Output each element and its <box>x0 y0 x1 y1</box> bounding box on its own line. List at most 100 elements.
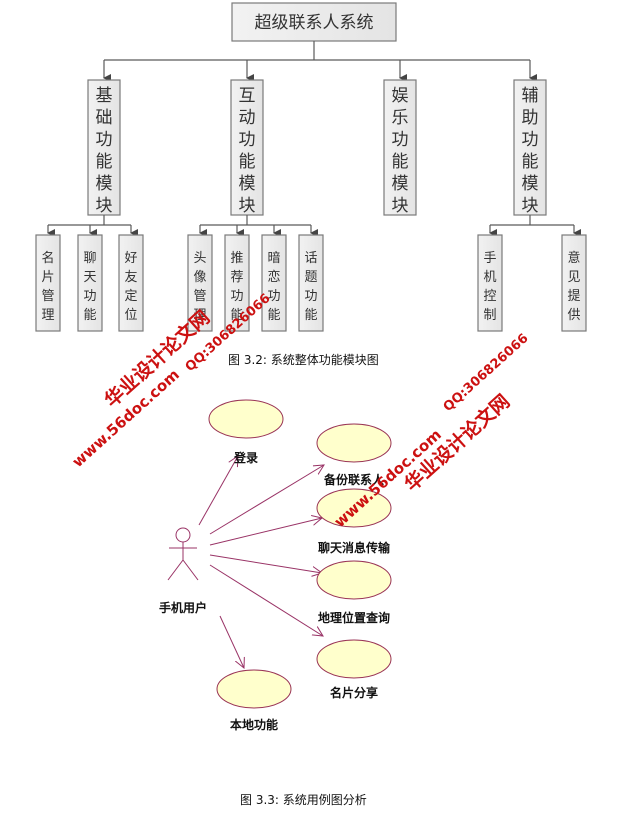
box-char: 模 <box>239 174 256 194</box>
association-arrow <box>209 465 324 535</box>
module-box <box>87 79 121 216</box>
box-char: 功 <box>96 130 113 150</box>
use-case-label: 本地功能 <box>230 717 278 732</box>
box-char: 功 <box>522 130 539 150</box>
figure-3-3-caption: 图 3.3: 系统用例图分析 <box>240 793 367 807</box>
box-char: 头 <box>193 251 206 266</box>
submodule-box <box>561 234 587 332</box>
box-char: 能 <box>83 308 96 323</box>
box-char: 聊 <box>83 251 96 266</box>
box-char: 块 <box>392 196 409 216</box>
box-char: 定 <box>124 289 137 304</box>
box-char: 手 <box>483 251 496 266</box>
actor-icon <box>167 527 199 581</box>
box-char: 能 <box>522 152 539 172</box>
use-case-label: 聊天消息传输 <box>318 540 391 555</box>
module-diagram: 超级联系人系统基础功能模块名片管理聊天功能好友定位互动功能模块头像管理推荐功能暗… <box>35 2 587 332</box>
box-char: 础 <box>96 108 113 128</box>
box-char: 乐 <box>392 108 409 128</box>
box-char: 娱 <box>392 86 409 106</box>
submodule-box <box>261 234 287 332</box>
use-case-ellipse <box>316 560 392 600</box>
use-case-label: 登录 <box>233 450 258 465</box>
box-char: 机 <box>483 270 496 285</box>
use-case-ellipse <box>208 399 284 439</box>
actor-head <box>175 527 191 543</box>
association-arrow <box>209 518 322 546</box>
box-char: 见 <box>567 270 580 285</box>
box-char: 模 <box>392 174 409 194</box>
box-char: 暗 <box>267 251 280 266</box>
box-char: 能 <box>230 308 243 323</box>
box-char: 功 <box>230 289 243 304</box>
use-case-ellipse <box>316 423 392 463</box>
box-char: 控 <box>483 289 496 304</box>
box-char: 功 <box>83 289 96 304</box>
box-char: 管 <box>193 289 206 304</box>
box-char: 能 <box>392 152 409 172</box>
box-char: 助 <box>522 108 539 128</box>
box-char: 好 <box>124 251 137 266</box>
box-char: 块 <box>239 196 256 216</box>
box-char: 能 <box>304 308 317 323</box>
figure-3-2-caption: 图 3.2: 系统整体功能模块图 <box>228 352 379 367</box>
submodule-box <box>298 234 324 332</box>
association-arrow <box>209 564 323 636</box>
box-char: 模 <box>522 174 539 194</box>
box-char: 片 <box>41 270 54 285</box>
box-char: 友 <box>124 269 137 285</box>
association-arrow <box>219 615 244 668</box>
box-char: 块 <box>522 196 539 216</box>
association-arrow <box>198 456 238 526</box>
box-char: 能 <box>96 152 113 172</box>
box-char: 功 <box>392 130 409 150</box>
box-char: 位 <box>124 308 137 323</box>
association-arrow <box>209 554 322 573</box>
use-case-label: 备份联系人 <box>323 472 385 487</box>
box-char: 动 <box>239 108 256 128</box>
box-char: 管 <box>41 289 54 304</box>
box-char: 制 <box>483 308 496 323</box>
use-case-ellipse <box>316 488 392 528</box>
use-case-ellipse <box>216 669 292 709</box>
box-char: 荐 <box>230 270 243 285</box>
box-char: 块 <box>96 196 113 216</box>
submodule-box <box>118 234 144 332</box>
box-char: 基 <box>96 86 113 106</box>
box-char: 辅 <box>522 86 539 106</box>
actor-label: 手机用户 <box>159 600 207 615</box>
box-char: 推 <box>230 251 243 266</box>
box-char: 能 <box>239 152 256 172</box>
box-char: 提 <box>567 288 580 304</box>
box-char: 功 <box>239 130 256 150</box>
submodule-box <box>77 234 103 332</box>
box-char: 理 <box>41 308 54 323</box>
submodule-box <box>477 234 503 332</box>
box-char: 功 <box>267 289 280 304</box>
box-char: 供 <box>567 308 580 323</box>
root-box <box>231 2 397 42</box>
module-box <box>383 79 417 216</box>
box-char: 意 <box>567 250 580 266</box>
box-char: 名 <box>41 250 54 266</box>
box-char: 题 <box>304 270 317 285</box>
root-label: 超级联系人系统 <box>255 13 374 33</box>
box-char: 理 <box>193 308 206 323</box>
box-char: 天 <box>83 270 96 285</box>
actor-leg <box>167 559 184 581</box>
box-char: 像 <box>193 270 206 285</box>
